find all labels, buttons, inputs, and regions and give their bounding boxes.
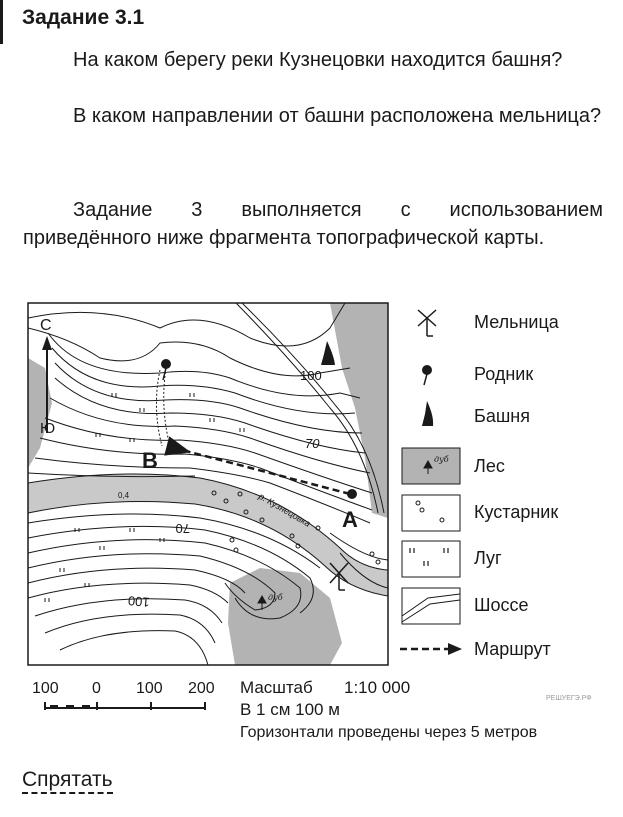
map-frame: [27, 302, 389, 666]
legend-route-arrow-icon: [448, 643, 462, 655]
legend-meadow-marks: [409, 548, 449, 566]
bush-marks: [211, 490, 381, 565]
highway-road: [235, 303, 379, 514]
legend-meadow-swatch: [401, 540, 461, 578]
contour-label-70-top: 70: [305, 436, 320, 451]
legend-spring-icon: [422, 365, 432, 386]
tower-icon: [321, 341, 335, 365]
contour-interval-note: Горизонтали проведены через 5 метров: [240, 724, 537, 741]
flow-velocity-label: 0,4: [118, 491, 130, 500]
scale-tick-100-left: 100: [32, 680, 59, 697]
legend-meadow-label: Луг: [474, 548, 502, 568]
legend-mill-icon: [417, 309, 437, 337]
scale-bar: 100 0 100 200: [32, 680, 215, 710]
legend-tower-label: Башня: [474, 406, 530, 426]
legend-highway-lines: [401, 593, 461, 623]
legend-bushes-swatch: [401, 494, 461, 532]
meadow-marks: [44, 393, 245, 602]
contour-label-100-top: 100: [300, 368, 322, 383]
river-band: [28, 473, 388, 597]
contour-label-100-bottom: 100: [127, 593, 150, 610]
legend-bushes-label: Кустарник: [474, 502, 558, 522]
point-a-marker: [347, 489, 357, 499]
watermark-text: РЕШУЕГЭ.РФ: [546, 695, 592, 702]
point-a-label: А: [342, 507, 358, 532]
scale-tick-200: 200: [188, 680, 215, 697]
contour-label-70-bottom: 70: [176, 521, 190, 536]
point-b-marker: [171, 443, 181, 453]
task-title: Задание 3.1: [22, 6, 145, 29]
legend-bushes-marks: [415, 500, 445, 523]
topographic-map-figure: дуб 0,4 р. Кузнецовка 100 70 70 100 В А …: [27, 302, 592, 741]
forest-area-top-right: [330, 303, 388, 518]
scale-tick-100: 100: [136, 680, 163, 697]
legend-spring-label: Родник: [474, 364, 533, 384]
question-2: В каком направлении от башни расположена…: [73, 105, 602, 127]
mill-icon: [329, 562, 349, 591]
point-b-label: В: [142, 448, 158, 473]
legend-oak-tree-icon: [423, 459, 433, 474]
legend-mill-label: Мельница: [474, 312, 560, 332]
question-1: На каком берегу реки Кузнецовки находитс…: [73, 49, 563, 71]
legend-forest-label: Лес: [474, 456, 505, 476]
south-label: Ю: [40, 420, 55, 437]
instruction-text: Задание 3 выполняется с использованием п…: [23, 199, 603, 249]
hide-solution-link[interactable]: Спрятать: [22, 767, 113, 794]
left-accent-bar: [0, 0, 3, 44]
scale-unit: В 1 см 100 м: [240, 700, 340, 719]
spring-icon: [161, 359, 171, 381]
legend-highway-label: Шоссе: [474, 595, 529, 615]
scale-title: Масштаб: [240, 678, 313, 697]
north-label: С: [40, 317, 52, 334]
scale-tick-0: 0: [92, 680, 101, 697]
legend-tower-icon: [422, 401, 434, 426]
forest-type-label: дуб: [268, 593, 283, 602]
scale-ratio: 1:10 000: [344, 678, 410, 697]
oak-tree-icon: [257, 594, 267, 610]
legend-highway-swatch: [401, 587, 461, 625]
route-line: [164, 436, 351, 496]
map-legend: Мельница Родник Башня дуб Лес Кустарник …: [400, 309, 560, 659]
legend-route-label: Маршрут: [474, 639, 551, 659]
legend-forest-type-label: дуб: [434, 455, 449, 464]
map-area: дуб 0,4 р. Кузнецовка 100 70 70 100 В А …: [28, 303, 388, 665]
